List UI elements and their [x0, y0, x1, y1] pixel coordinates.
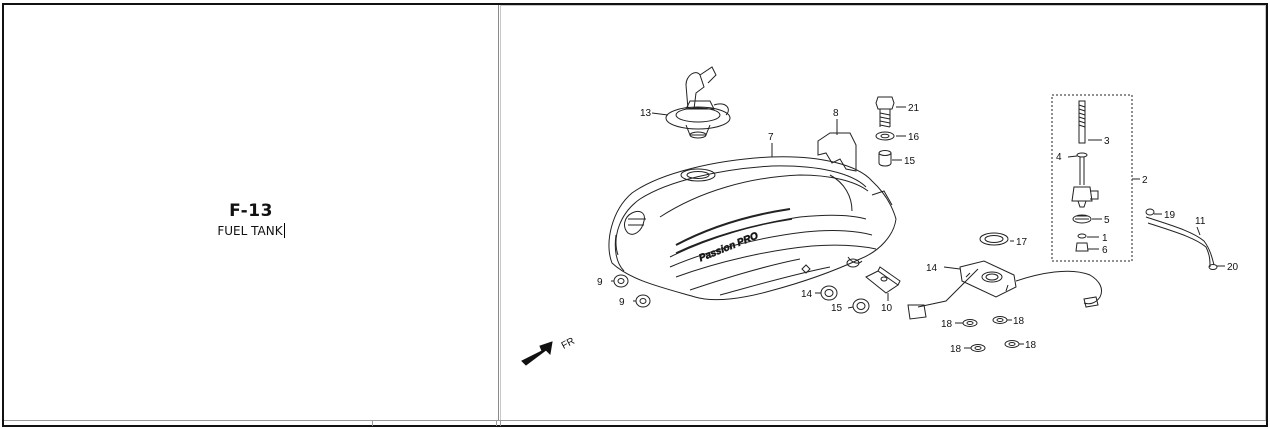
callout-13: 14 — [926, 263, 938, 274]
cushion-9a-drawing — [613, 274, 629, 288]
section-title: FUEL TANK — [217, 223, 283, 238]
callout-12: 11 — [1195, 216, 1206, 227]
text-cursor — [283, 223, 285, 238]
callout-16: 16 — [908, 132, 920, 143]
forward-arrow-icon — [521, 341, 553, 366]
nut-18b-drawing — [992, 316, 1008, 324]
section-code: F-13 — [229, 201, 273, 221]
nut-18a-drawing — [962, 319, 978, 327]
callout-6: 6 — [1102, 245, 1108, 256]
callout-11: 13 — [640, 108, 652, 119]
washer-16-drawing — [875, 131, 895, 141]
row-separator-1 — [372, 421, 373, 426]
callout-14a: 14 — [801, 289, 813, 300]
callout-15: 15 — [904, 156, 916, 167]
fuel-sender-drawing — [907, 260, 1103, 320]
fuel-cap-drawing — [665, 66, 731, 139]
callout-18d: 18 — [1025, 340, 1037, 351]
callout-19: 19 — [1164, 210, 1176, 221]
callout-9a: 9 — [597, 277, 603, 288]
cushion-14b-drawing — [852, 298, 870, 314]
callout-17: 17 — [1016, 237, 1028, 248]
table-frame — [2, 3, 1268, 427]
callout-4: 4 — [1056, 152, 1062, 163]
column-divider — [498, 5, 499, 420]
fuel-valve-assembly-box — [1051, 94, 1133, 262]
callout-8: 8 — [833, 108, 839, 119]
fuel-tank-drawing: Passion PRO — [608, 156, 897, 301]
nut-18d-drawing — [1004, 340, 1020, 348]
collar-15-drawing — [878, 150, 892, 167]
ring-17-drawing — [979, 232, 1009, 246]
callout-labels: 13 7 8 21 16 15 3 4 2 5 1 6 17 14 9 9 14… — [560, 103, 1239, 355]
callout-18c: 18 — [950, 344, 962, 355]
row-separator-3 — [500, 421, 501, 426]
callout-10: 10 — [881, 303, 893, 314]
callout-2: 2 — [1142, 175, 1148, 186]
tank-brand-graphic: Passion PRO — [698, 231, 761, 265]
callout-18b: 18 — [1013, 316, 1025, 327]
callout-1: 1 — [1102, 233, 1108, 244]
section-title-row[interactable]: FUEL TANK — [217, 223, 285, 238]
callout-18a: 18 — [941, 319, 953, 330]
callout-20: 20 — [1227, 262, 1239, 273]
callout-14b: 15 — [831, 303, 843, 314]
cushion-14a-drawing — [820, 285, 838, 301]
nut-18c-drawing — [970, 344, 986, 352]
row-separator-2 — [496, 421, 497, 426]
section-label-cell: F-13 FUEL TANK — [4, 5, 498, 420]
callout-7: 7 — [768, 132, 774, 143]
callout-5: 5 — [1104, 215, 1110, 226]
callout-3: 3 — [1104, 136, 1110, 147]
bolt-drawing — [875, 96, 895, 128]
fuel-hose-drawing — [1145, 208, 1218, 270]
direction-label: FR — [560, 336, 577, 352]
callout-21: 21 — [908, 103, 920, 114]
damper-10-drawing — [865, 266, 901, 294]
exploded-parts-diagram: Passion PRO — [521, 66, 1239, 366]
cover-drawing — [817, 132, 857, 172]
diagram-cell — [500, 5, 1266, 420]
callout-9b: 9 — [619, 297, 625, 308]
cushion-9b-drawing — [635, 294, 651, 308]
next-row-strip — [4, 420, 1266, 426]
fuel-valve-drawing — [1071, 100, 1099, 252]
